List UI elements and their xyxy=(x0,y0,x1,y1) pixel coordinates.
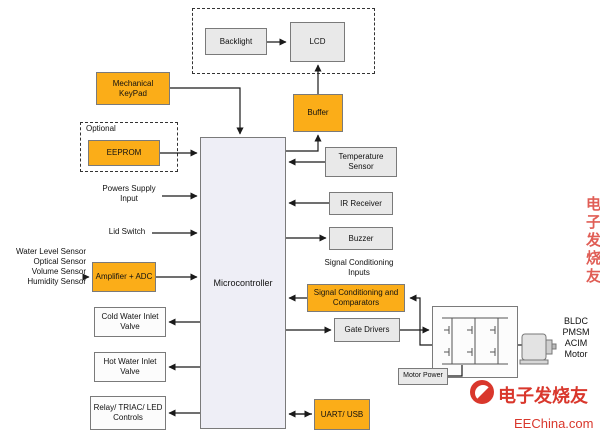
amplifier-adc-block: Amplifier + ADC xyxy=(92,262,156,292)
wire-keypad-mcu xyxy=(170,87,244,135)
optional-group: Optional xyxy=(80,122,178,172)
buffer-block: Buffer xyxy=(293,94,343,132)
buffer-label: Buffer xyxy=(307,108,329,118)
eeprom-block: EEPROM xyxy=(88,140,160,166)
wire-mcu-buffer xyxy=(286,134,322,152)
cold-water-valve-label: Cold Water Inlet Valve xyxy=(101,312,159,331)
hot-water-valve-block: Hot Water Inlet Valve xyxy=(94,352,166,382)
microcontroller-label: Microcontroller xyxy=(213,277,273,288)
gate-drivers-block: Gate Drivers xyxy=(334,318,400,342)
temperature-sensor-block: Temperature Sensor xyxy=(325,147,397,177)
eechina-logo-icon xyxy=(470,380,494,404)
relay-triac-led-block: Relay/ TRIAC/ LED Controls xyxy=(90,396,166,430)
motor-power-block: Motor Power xyxy=(398,368,448,385)
display-assembly-group xyxy=(192,8,375,74)
motor-types-list: BLDC PMSM ACIM Motor xyxy=(556,316,596,360)
sensor-input-item: Volume Sensor xyxy=(31,267,86,276)
lcd-block: LCD xyxy=(290,22,345,62)
wire-inverter-sigcond xyxy=(409,294,432,346)
temperature-sensor-label: Temperature Sensor xyxy=(338,152,384,171)
uart-usb-label: UART/ USB xyxy=(320,409,364,419)
relay-triac-led-label: Relay/ TRIAC/ LED Controls xyxy=(93,403,163,422)
cold-water-valve-block: Cold Water Inlet Valve xyxy=(94,307,166,337)
sensor-inputs-list: Water Level Sensor Optical Sensor Volume… xyxy=(2,247,86,287)
eeprom-label: EEPROM xyxy=(106,148,142,158)
lid-switch-label: Lid Switch xyxy=(108,227,146,236)
motor-type-item: PMSM xyxy=(562,327,590,337)
optional-label: Optional xyxy=(86,124,116,133)
ir-receiver-block: IR Receiver xyxy=(329,192,393,215)
buzzer-label: Buzzer xyxy=(348,233,374,243)
power-supply-input-label: Powers Supply Input xyxy=(102,184,156,203)
sensor-input-item: Water Level Sensor xyxy=(16,247,86,256)
buzzer-block: Buzzer xyxy=(329,227,393,250)
sensor-input-item: Humidity Sensor xyxy=(27,277,86,286)
motor-icon xyxy=(519,333,557,365)
watermark-vertical-text: 电子发烧友 xyxy=(584,196,600,286)
signal-conditioning-comparators-block: Signal Conditioning and Comparators xyxy=(307,284,405,312)
motor-type-item: Motor xyxy=(564,349,588,359)
gate-drivers-label: Gate Drivers xyxy=(344,325,390,335)
motor-type-item: BLDC xyxy=(563,316,588,326)
amplifier-adc-label: Amplifier + ADC xyxy=(95,272,153,282)
signal-conditioning-comparators-label: Signal Conditioning and Comparators xyxy=(313,288,399,307)
uart-usb-block: UART/ USB xyxy=(314,399,370,430)
motor-power-label: Motor Power xyxy=(403,372,443,380)
signal-conditioning-inputs-label: Signal Conditioning Inputs xyxy=(324,258,394,277)
sensor-input-item: Optical Sensor xyxy=(33,257,86,266)
backlight-block: Backlight xyxy=(205,28,267,55)
ir-receiver-label: IR Receiver xyxy=(340,198,382,208)
microcontroller-block: Microcontroller xyxy=(200,137,286,429)
lcd-label: LCD xyxy=(309,37,326,47)
mechanical-keypad-label: Mechanical KeyPad xyxy=(112,78,154,98)
backlight-label: Backlight xyxy=(219,36,253,46)
watermark-site-text: EEChina.com xyxy=(514,416,594,431)
mechanical-keypad-block: Mechanical KeyPad xyxy=(96,72,170,105)
hot-water-valve-label: Hot Water Inlet Valve xyxy=(103,357,157,376)
motor-type-item: ACIM xyxy=(564,338,588,348)
watermark-brand-text: 电子发烧友 xyxy=(498,386,588,406)
